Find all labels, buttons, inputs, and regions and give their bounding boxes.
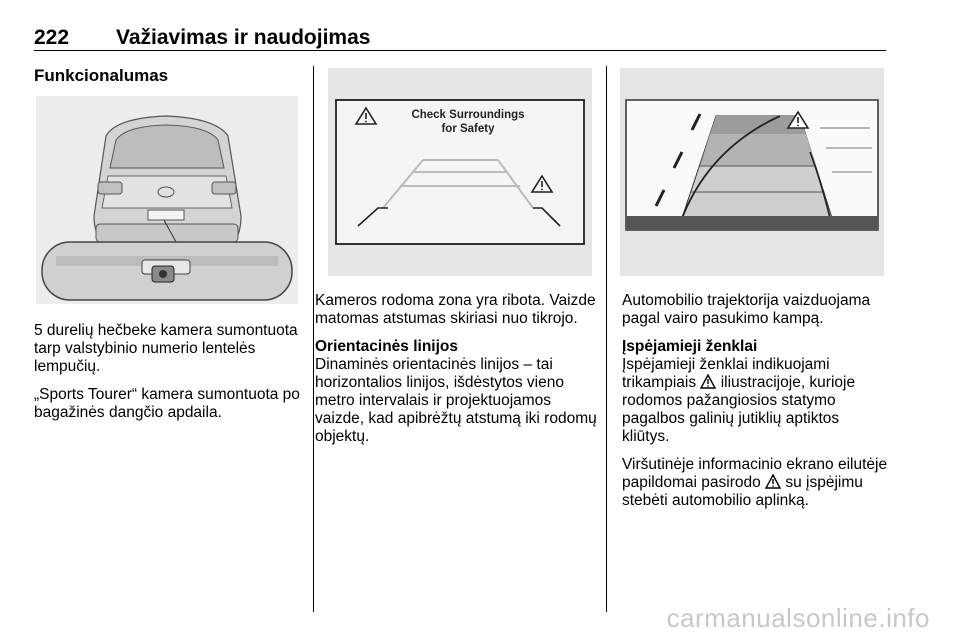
column-2-text: Kameros rodoma zona yra ribota. Vaizde m…	[315, 292, 597, 456]
paragraph: Viršutinėje informacinio ekrano eilutėje…	[622, 456, 888, 510]
warning-triangle-icon	[765, 474, 782, 489]
page-number: 222	[34, 26, 70, 49]
paragraph-part: Viršutinėje informacinio ekrano eilutėje…	[622, 456, 888, 491]
column-3-text: Automobilio trajektorija vaizduojama pag…	[622, 292, 888, 520]
trajectory-figure	[620, 68, 884, 276]
screen-warning-line2: for Safety	[441, 123, 495, 135]
screen-warning-line1: Check Surroundings	[411, 109, 524, 121]
warning-triangle-icon	[354, 106, 378, 125]
warning-triangle-icon	[700, 374, 717, 389]
paragraph: „Sports Tourer“ kamera sumontuota po bag…	[34, 386, 300, 421]
column-divider	[313, 66, 314, 612]
warning-triangle-icon	[530, 174, 554, 193]
paragraph: Automobilio trajektorija vaizduojama pag…	[622, 292, 871, 327]
paragraph-part: su įspėjimu stebėti automobilio aplinką.	[622, 474, 863, 509]
display-screen-figure: Check Surroundings for Safety	[328, 68, 592, 276]
page-title: Važiavimas ir naudojimas	[116, 26, 371, 49]
column-1-text: 5 durelių hečbeke kamera sumontuota tarp…	[34, 322, 302, 432]
warning-triangle-icon	[786, 110, 810, 129]
rear-camera-figure	[36, 96, 298, 304]
paragraph: Kameros rodoma zona yra ribota. Vaizde m…	[315, 292, 596, 327]
page-header: 222 Važiavimas ir naudojimas	[34, 24, 886, 52]
paragraph: 5 durelių hečbeke kamera sumontuota tarp…	[34, 322, 298, 375]
watermark: carmanualsonline.info	[666, 603, 930, 633]
paragraph: Įspėjamieji ženklai indikuojami trikampi…	[622, 356, 888, 446]
paragraph-part: iliustracijoje, kurioje rodomos pažangio…	[622, 374, 856, 445]
paragraph-part: Įspėjamieji ženklai indikuojami trikampi…	[622, 356, 830, 391]
subheading: Įspėjamieji ženklai	[622, 338, 758, 355]
column-divider	[606, 66, 607, 612]
paragraph: Dinaminės orientacinės linijos – tai hor…	[315, 356, 597, 445]
section-title: Funkcionalumas	[34, 66, 169, 85]
header-rule	[34, 50, 886, 51]
subheading: Orientacinės linijos	[315, 338, 458, 355]
